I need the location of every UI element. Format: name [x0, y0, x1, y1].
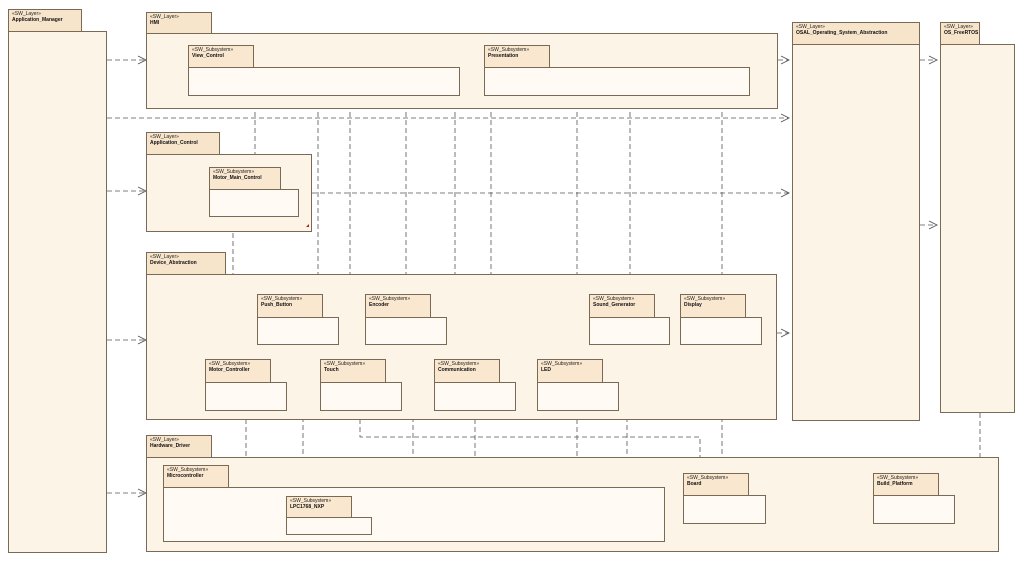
layer-tab: «SW_Layer» OSAL_Operating_System_Abstrac… [792, 22, 920, 44]
subsystem-name: Sound_Generator [593, 302, 636, 308]
stereotype-label: «SW_Subsystem» [209, 361, 251, 367]
subsystem-body [205, 382, 287, 411]
subsystem-tab: «SW_Subsystem» View_Control [188, 45, 254, 67]
subsystem-name: Microcontroller [167, 473, 204, 479]
stereotype-label: «SW_Subsystem» [438, 361, 480, 367]
stereotype-label: «SW_Subsystem» [488, 47, 530, 53]
subsystem-body [365, 317, 447, 345]
subsystem-tab: «SW_Subsystem» Board [683, 473, 749, 495]
stereotype-label: «SW_Subsystem» [687, 475, 729, 481]
subsystem-tab: «SW_Subsystem» Communication [434, 359, 500, 382]
stereotype-label: «SW_Subsystem» [877, 475, 919, 481]
subsystem-tab: «SW_Subsystem» Motor_Controller [205, 359, 271, 382]
subsystem-name: LPC1768_NXP [290, 504, 325, 510]
subsystem-body [484, 67, 750, 96]
subsystem-name: Build_Platform [877, 481, 913, 487]
stereotype-label: «SW_Subsystem» [261, 296, 303, 302]
subsystem-name: Motor_Controller [209, 367, 250, 373]
subsystem-tab: «SW_Subsystem» Push_Button [257, 294, 323, 317]
subsystem-tab: «SW_Subsystem» LPC1768_NXP [286, 496, 352, 517]
subsystem-name: Encoder [369, 302, 390, 308]
subsystem-tab: «SW_Subsystem» Sound_Generator [589, 294, 655, 317]
stereotype-label: «SW_Subsystem» [684, 296, 726, 302]
layer-tab: «SW_Layer» Application_Manager [8, 9, 82, 31]
subsystem-body [873, 495, 955, 524]
layer-tab: «SW_Layer» HMI [146, 12, 212, 33]
subsystem-name: Motor_Main_Control [213, 175, 262, 181]
layer-body [940, 44, 1015, 413]
subsystem-body [257, 317, 339, 345]
layer-tab: «SW_Layer» Hardware_Driver [146, 435, 212, 457]
subsystem-body [286, 517, 372, 535]
subsystem-body [680, 317, 762, 345]
layer-name: HMI [150, 20, 160, 26]
subsystem-body [683, 495, 766, 524]
stereotype-label: «SW_Layer» [796, 24, 825, 30]
layer-tab: «SW_Layer» Application_Control [146, 132, 220, 154]
subsystem-body [589, 317, 670, 345]
corner-marker [306, 224, 309, 227]
stereotype-label: «SW_Subsystem» [541, 361, 583, 367]
subsystem-tab: «SW_Subsystem» Motor_Main_Control [209, 167, 281, 189]
stereotype-label: «SW_Subsystem» [167, 467, 209, 473]
layer-tab: «SW_Layer» OS_FreeRTOS [940, 22, 980, 44]
subsystem-body [163, 487, 665, 542]
subsystem-name: Push_Button [261, 302, 293, 308]
subsystem-name: Display [684, 302, 702, 308]
subsystem-tab: «SW_Subsystem» LED [537, 359, 603, 382]
layer-name: Application_Control [150, 140, 198, 146]
stereotype-label: «SW_Subsystem» [213, 169, 255, 175]
subsystem-body [320, 382, 402, 411]
stereotype-label: «SW_Layer» [150, 134, 179, 140]
subsystem-tab: «SW_Subsystem» Build_Platform [873, 473, 939, 495]
layer-tab: «SW_Layer» Device_Abstraction [146, 252, 226, 274]
stereotype-label: «SW_Subsystem» [593, 296, 635, 302]
stereotype-label: «SW_Subsystem» [324, 361, 366, 367]
subsystem-name: Presentation [488, 53, 519, 59]
subsystem-tab: «SW_Subsystem» Encoder [365, 294, 431, 317]
layer-name: Application_Manager [12, 17, 63, 23]
subsystem-body [434, 382, 516, 411]
subsystem-body [537, 382, 619, 411]
stereotype-label: «SW_Subsystem» [290, 498, 332, 504]
stereotype-label: «SW_Subsystem» [369, 296, 411, 302]
subsystem-tab: «SW_Subsystem» Touch [320, 359, 386, 382]
stereotype-label: «SW_Layer» [150, 254, 179, 260]
subsystem-tab: «SW_Subsystem» Microcontroller [163, 465, 229, 487]
subsystem-body [209, 189, 299, 217]
subsystem-name: Touch [324, 367, 339, 373]
layer-name: Hardware_Driver [150, 443, 191, 449]
subsystem-name: Communication [438, 367, 476, 373]
subsystem-tab: «SW_Subsystem» Presentation [484, 45, 550, 67]
stereotype-label: «SW_Layer» [944, 24, 973, 30]
layer-body [792, 44, 920, 421]
stereotype-label: «SW_Subsystem» [192, 47, 234, 53]
stereotype-label: «SW_Layer» [12, 11, 41, 17]
subsystem-name: View_Control [192, 53, 224, 59]
layer-name: OS_FreeRTOS [944, 30, 979, 36]
subsystem-name: Board [687, 481, 702, 487]
layer-name: Device_Abstraction [150, 260, 197, 266]
stereotype-label: «SW_Layer» [150, 437, 179, 443]
subsystem-tab: «SW_Subsystem» Display [680, 294, 746, 317]
stereotype-label: «SW_Layer» [150, 14, 179, 20]
subsystem-name: LED [541, 367, 551, 373]
subsystem-body [188, 67, 460, 96]
layer-name: OSAL_Operating_System_Abstraction [796, 30, 888, 36]
layer-body [8, 31, 107, 553]
